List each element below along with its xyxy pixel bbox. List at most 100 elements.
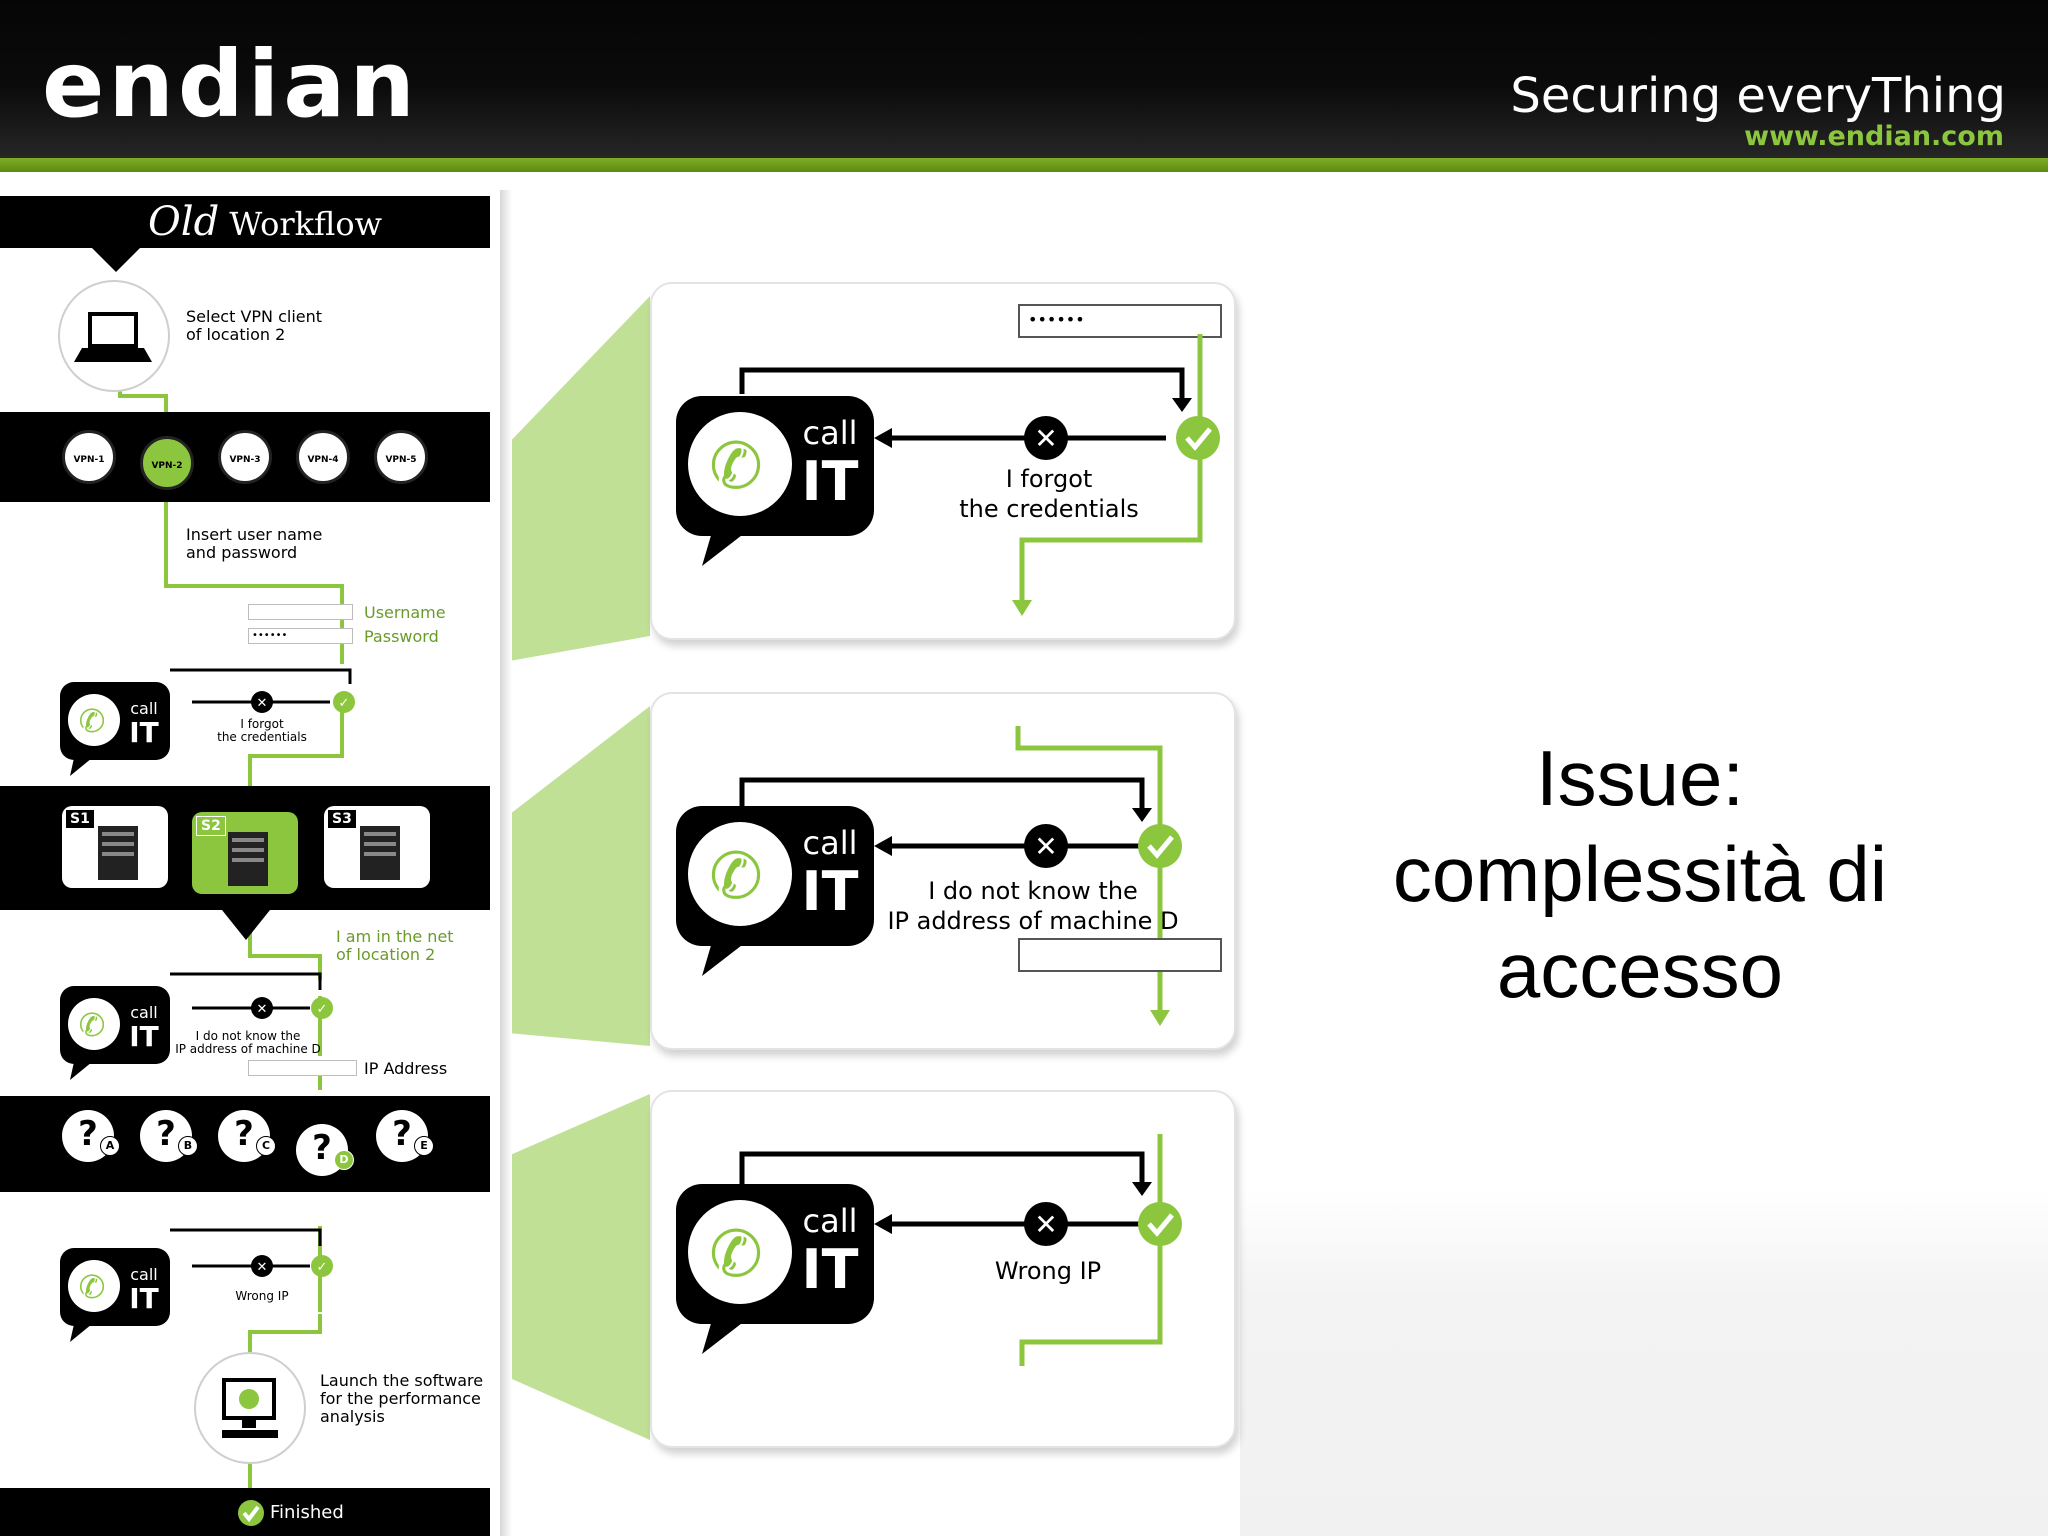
servers-band: S1 S2 S3 (0, 786, 490, 910)
server-s1[interactable]: S1 (62, 806, 168, 888)
svg-text:✕: ✕ (1034, 422, 1057, 455)
wrong-ip-text: Wrong IP (994, 1257, 1102, 1285)
vpn-client-5[interactable]: VPN-5 (374, 430, 428, 484)
machine-label: C (256, 1136, 276, 1156)
vpn-client-2[interactable]: VPN-2 (140, 436, 194, 490)
password-field[interactable]: •••••• (248, 628, 353, 644)
computer-glyph (222, 1378, 278, 1438)
forgot-flow-small: ✕ ✓ (170, 668, 355, 713)
computer-icon (194, 1352, 306, 1464)
ip-unknown-small-line1: I do not know the (195, 1029, 301, 1043)
svg-text:✆: ✆ (79, 1006, 106, 1044)
tagline: Securing everyThing (1510, 68, 2006, 124)
ip-flow-small: ✕ ✓ (170, 972, 333, 1019)
call-it-bubble-zoom-3: ✆ call IT (676, 1184, 874, 1354)
svg-text:✕: ✕ (257, 696, 268, 711)
username-label: Username (364, 603, 446, 622)
workflow-title-bar: Old Workflow (0, 196, 490, 248)
issue-line2: complessità di (1392, 830, 1888, 918)
laptop-glyph (74, 312, 152, 362)
ip-text-line2: IP address of machine D (887, 907, 1179, 935)
vpn-client-1[interactable]: VPN-1 (62, 430, 116, 484)
svg-text:IT: IT (129, 1282, 159, 1315)
website-url: www.endian.com (1744, 121, 2004, 152)
background-fade (1240, 1190, 2048, 1536)
forgot-small-line1: I forgot (240, 717, 284, 731)
svg-text:IT: IT (129, 716, 159, 749)
svg-text:call: call (130, 1265, 158, 1284)
machine-e[interactable]: ?E (376, 1110, 434, 1162)
vpn-label: VPN-4 (307, 455, 339, 465)
server-icon (228, 832, 268, 886)
machine-c[interactable]: ?C (218, 1110, 276, 1162)
svg-text:call: call (803, 1202, 858, 1240)
launch-line2: for the performance (320, 1389, 481, 1408)
net-note: I am in the net of location 2 (336, 928, 454, 964)
ip-flow: ✕ ✆ call IT (676, 726, 1182, 1026)
server-icon (98, 826, 138, 880)
phone-icon: ✆ (709, 840, 763, 914)
check-icon (238, 1500, 264, 1526)
vpn-client-4[interactable]: VPN-4 (296, 430, 350, 484)
machine-icon: ? (234, 1114, 254, 1154)
header-bar: endian Securing everyThing www.endian.co… (0, 0, 2048, 158)
svg-text:✓: ✓ (317, 1260, 328, 1275)
machine-label: E (414, 1136, 434, 1156)
forgot-small-line2: the credentials (217, 730, 307, 744)
username-field[interactable] (248, 604, 353, 620)
machine-label: D (334, 1150, 354, 1170)
svg-text:✆: ✆ (79, 702, 106, 740)
vpn-client-3[interactable]: VPN-3 (218, 430, 272, 484)
workflow-shadow (500, 190, 512, 1536)
machine-b[interactable]: ?B (140, 1110, 198, 1162)
wrong-ip-small: Wrong IP (235, 1289, 289, 1303)
issue-line3: accesso (1496, 926, 1784, 1014)
svg-text:call: call (130, 1003, 158, 1022)
server-s3[interactable]: S3 (324, 806, 430, 888)
workflow-title-text: Workflow (229, 205, 383, 243)
machines-band: ?A ?B ?C ?D ?E (0, 1096, 490, 1192)
launch-line1: Launch the software (320, 1371, 484, 1390)
zoom-panel-ip-address: ✕ ✆ call IT I do not know the IP address… (650, 692, 1236, 1050)
call-it-label-1: call (130, 699, 158, 718)
net-note-line1: I am in the net (336, 927, 454, 946)
svg-text:✕: ✕ (1034, 1208, 1057, 1241)
svg-text:IT: IT (802, 450, 859, 513)
issue-statement: Issue: complessità di accesso (1300, 730, 1980, 1018)
forgot-text-line2: the credentials (959, 495, 1139, 523)
svg-text:✕: ✕ (1034, 830, 1057, 863)
ip-address-field[interactable] (248, 1060, 357, 1076)
ip-address-field-zoom[interactable] (1018, 938, 1222, 972)
close-icon (1024, 416, 1068, 460)
forgot-text-line1: I forgot (1005, 465, 1093, 493)
server-label: S1 (66, 810, 94, 828)
step-select-vpn: Select VPN client of location 2 (186, 308, 322, 344)
step-launch-software: Launch the software for the performance … (320, 1372, 483, 1426)
close-icon (1024, 824, 1068, 868)
password-field-zoom[interactable]: •••••• (1018, 304, 1222, 338)
machine-label: B (178, 1136, 198, 1156)
issue-line1: Issue: (1535, 734, 1745, 822)
finished-label: Finished (270, 1502, 344, 1523)
endian-logo: endian (42, 31, 419, 138)
machine-d[interactable]: ?D (296, 1124, 354, 1176)
wrong-ip-flow-small: ✕ ✓ (170, 1228, 333, 1277)
header-accent-stripe (0, 158, 2048, 172)
call-it-bubble-3: ✆ call IT (60, 1248, 170, 1342)
svg-text:✕: ✕ (257, 1260, 268, 1275)
call-it-bubble-2: ✆ call IT (60, 986, 170, 1080)
ip-text-line1: I do not know the (928, 877, 1138, 905)
vpn-label: VPN-5 (385, 455, 417, 465)
server-s2[interactable]: S2 (192, 812, 298, 894)
step-insert-user-line1: Insert user name (186, 525, 323, 544)
ip-address-label: IP Address (364, 1059, 448, 1078)
machine-icon: ? (392, 1114, 412, 1154)
machine-icon: ? (156, 1114, 176, 1154)
vpn-label: VPN-2 (151, 461, 183, 471)
forgot-credentials-text: I forgot the credentials (934, 464, 1164, 524)
old-workflow: Old Workflow Select VPN client of locati… (0, 196, 500, 1536)
title-notch (92, 248, 140, 272)
step-select-vpn-line2: of location 2 (186, 325, 286, 344)
machine-a[interactable]: ?A (62, 1110, 120, 1162)
ip-unknown-small: I do not know the IP address of machine … (168, 1030, 328, 1056)
